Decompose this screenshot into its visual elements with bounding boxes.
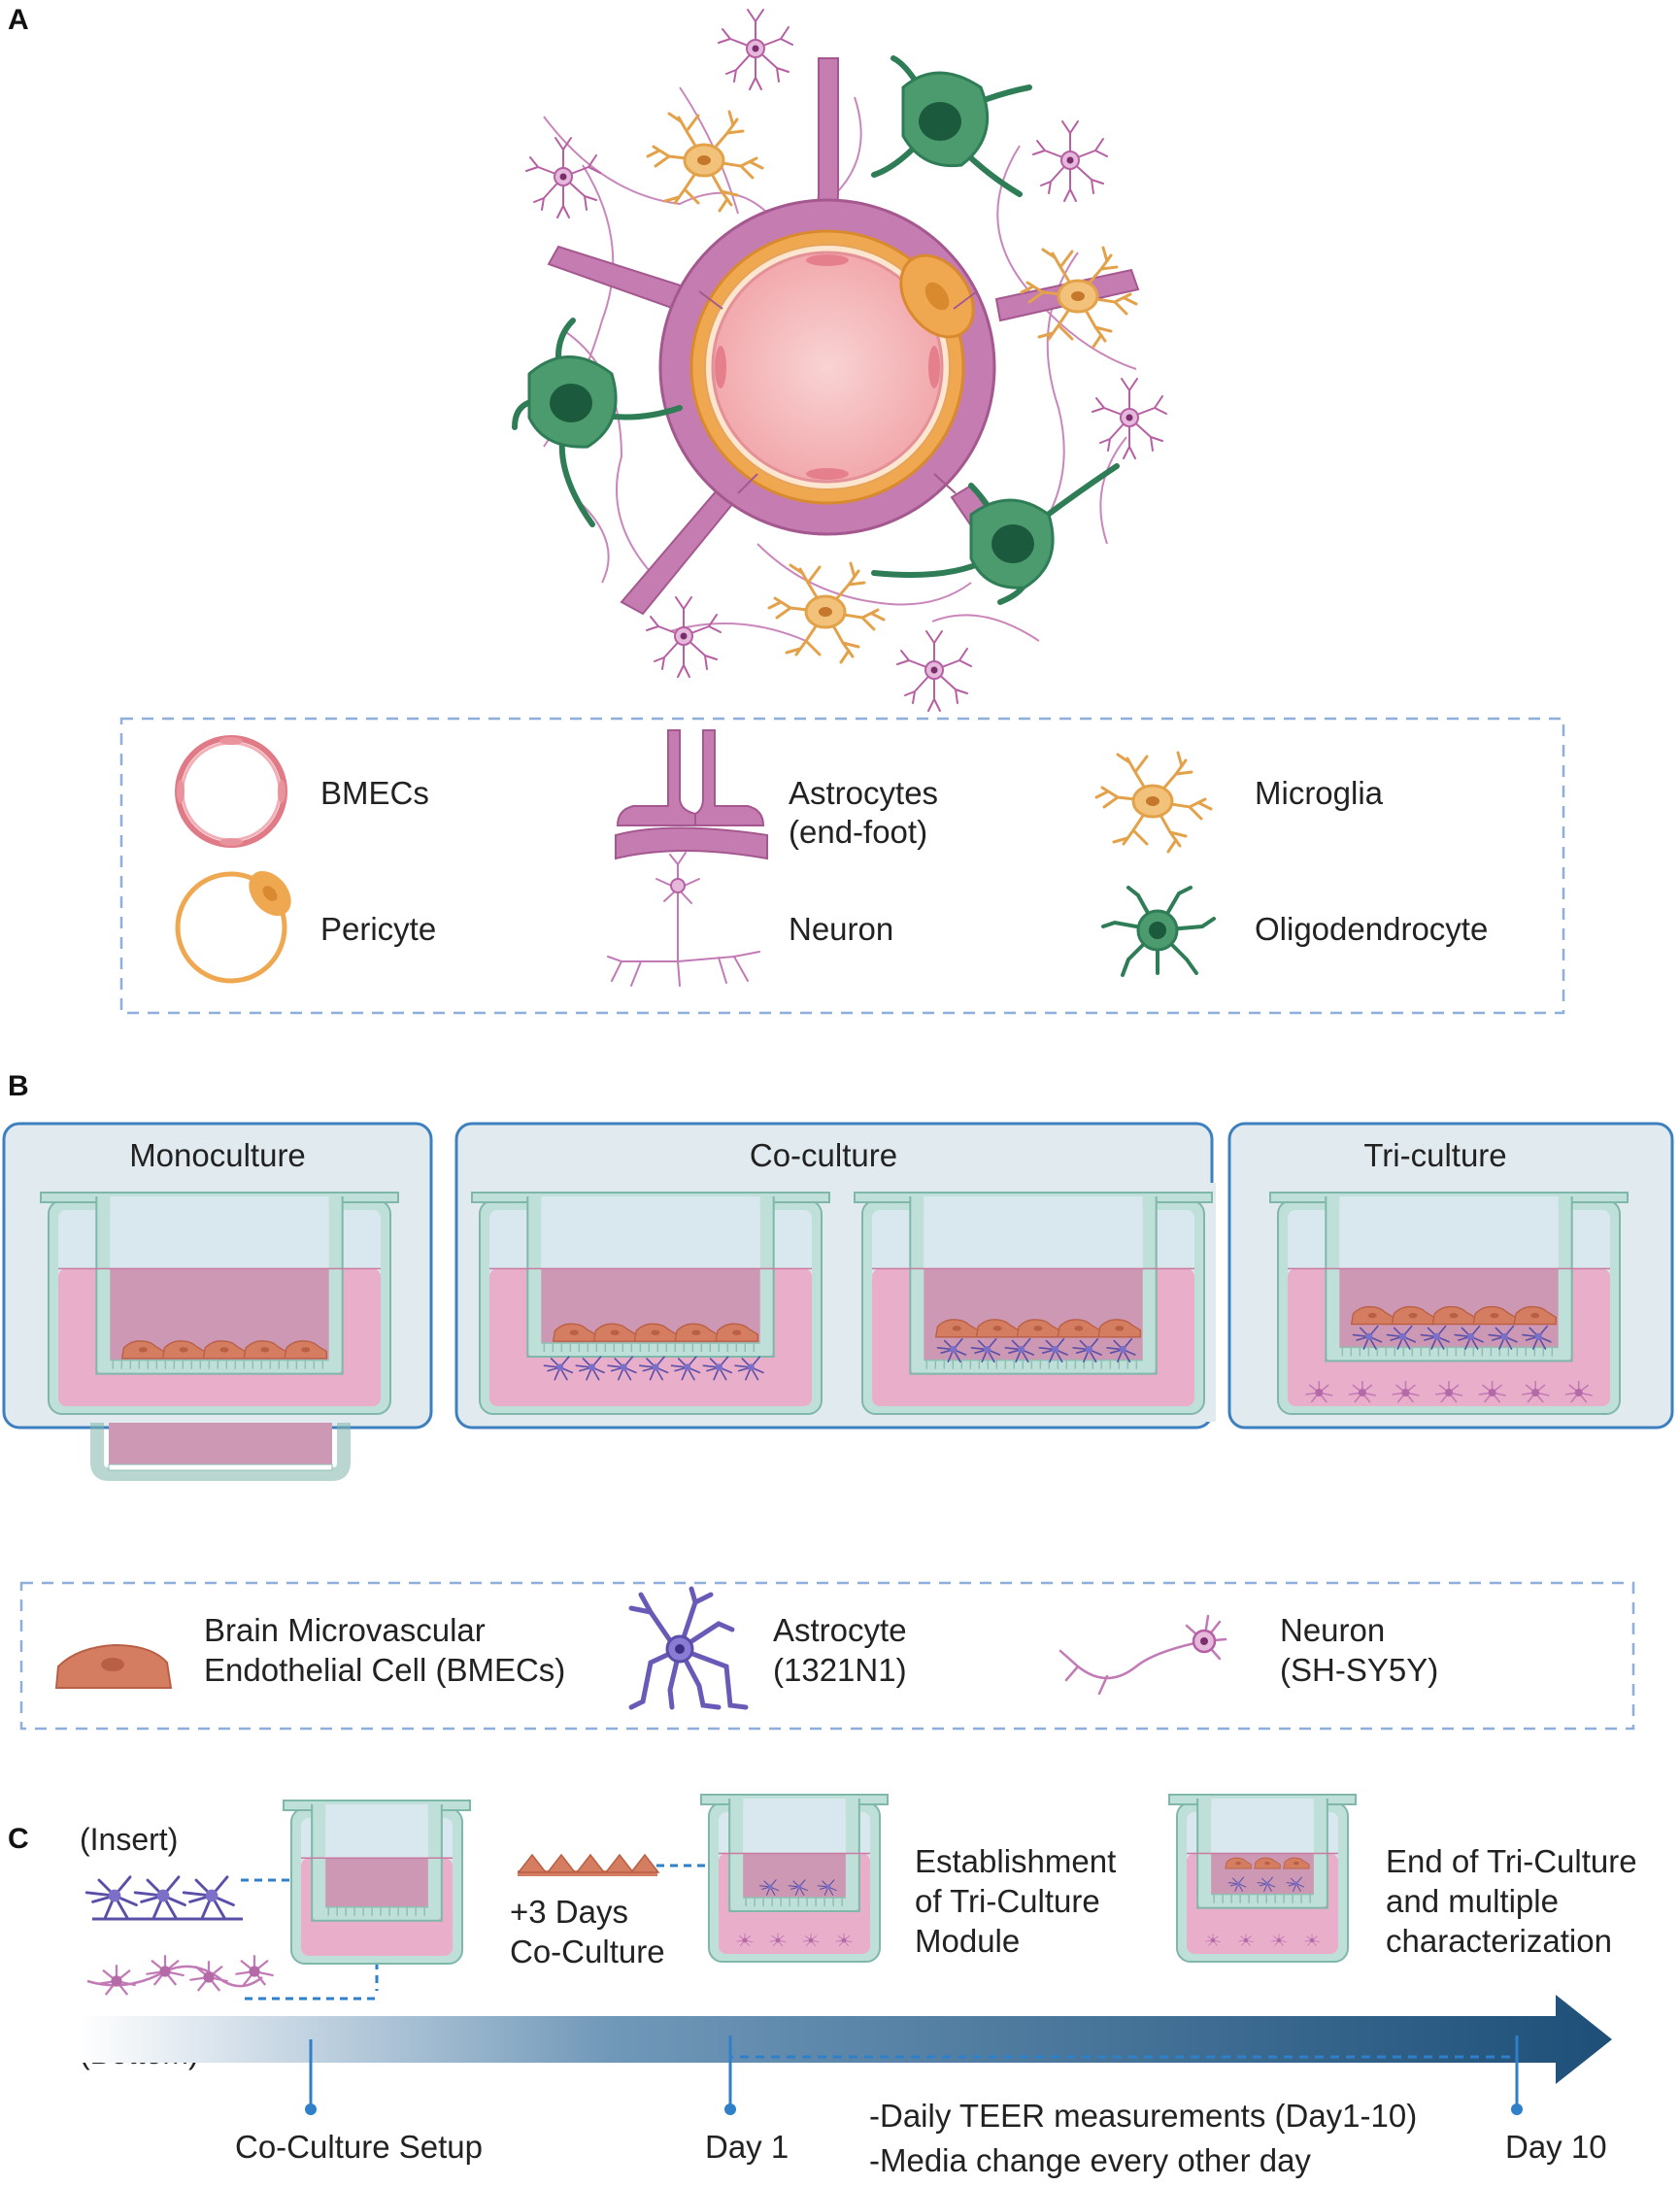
legend-bmec-label-1: Brain Microvascular [204, 1612, 486, 1648]
day1-marker [724, 2103, 736, 2115]
media-note: -Media change every other day [869, 2142, 1311, 2178]
coculture-transwell-insert [854, 1192, 1213, 1415]
coculture-title: Co-culture [750, 1137, 897, 1173]
triculture-title: Tri-culture [1363, 1137, 1506, 1173]
bmec-legend-icon [175, 735, 287, 848]
bmec-cell [629, 1853, 660, 1873]
bottom-neuron-row [86, 1954, 275, 1997]
astrocyte-cell [133, 1875, 186, 1919]
end-label-2: and multiple [1386, 1883, 1559, 1919]
day10-label: Day 10 [1505, 2129, 1607, 2165]
days-label-1: +3 Days [510, 1894, 628, 1930]
microglia-legend-icon [1094, 751, 1213, 854]
teer-note: -Daily TEER measurements (Day1-10) [869, 2098, 1417, 2134]
neuron-cell [145, 1954, 185, 1987]
bmec-cell-legend-icon [54, 1643, 173, 1689]
bmec-cell [517, 1853, 548, 1873]
setup-transwell [283, 1800, 471, 1965]
bmec-cell [546, 1853, 577, 1873]
legend-oligodendrocyte-label: Oligodendrocyte [1255, 911, 1488, 947]
pericyte-legend-icon [175, 870, 291, 984]
neuron-shsy5y-legend-icon [1058, 1614, 1227, 1696]
bmec-row [517, 1853, 660, 1876]
neurovascular-unit-illustration [512, 9, 1167, 712]
end-label-1: End of Tri-Culture [1386, 1843, 1637, 1879]
setup-marker [305, 2103, 317, 2115]
bmec-cell [575, 1853, 606, 1873]
day1-label: Day 1 [705, 2129, 789, 2165]
days-label-2: Co-Culture [510, 1934, 665, 1969]
legend-astrocyte-label-1: Astrocyte [773, 1612, 907, 1648]
legend-neuron-label-1: Neuron [1280, 1612, 1385, 1648]
astrocyte-1321n1-legend-icon [628, 1586, 749, 1710]
establishment-label-2: of Tri-Culture [915, 1883, 1100, 1919]
bmec-base [518, 1870, 657, 1876]
day1-transwell [700, 1794, 889, 1963]
triculture-transwell [1269, 1192, 1629, 1415]
day10-marker [1511, 2103, 1523, 2115]
bmec-cell [604, 1853, 635, 1873]
end-label-3: characterization [1386, 1923, 1612, 1959]
neuron-legend-icon [607, 852, 760, 987]
wells-layer [29, 1180, 1663, 1423]
insert-label: (Insert) [80, 1822, 178, 1857]
panel-label-c: C [8, 1823, 29, 1855]
monoculture-title: Monoculture [129, 1137, 306, 1173]
oligodendrocyte-legend-icon [1101, 886, 1216, 977]
legend-microglia-label: Microglia [1255, 775, 1384, 811]
legend-bmec-label-2: Endothelial Cell (BMECs) [204, 1652, 565, 1688]
timeline-arrow [80, 1995, 1612, 2084]
astrocyte-cell [182, 1875, 235, 1919]
legend-pericyte-label: Pericyte [320, 911, 436, 947]
legend-endfoot-label: (end-foot) [789, 814, 927, 850]
neuron-cell [234, 1954, 275, 1987]
neurite-line [86, 1965, 263, 1988]
neuron-cell [188, 1960, 229, 1993]
coculture-transwell-bottom [471, 1192, 830, 1415]
setup-label: Co-Culture Setup [235, 2129, 483, 2165]
insert-astrocyte-row [84, 1875, 243, 1921]
astrocyte-cell [84, 1875, 138, 1919]
establishment-label-3: Module [915, 1923, 1020, 1959]
establishment-label-1: Establishment [915, 1843, 1116, 1879]
legend-bmecs-label: BMECs [320, 775, 429, 811]
legend-b-box [19, 1581, 1635, 1731]
legend-a-box [119, 717, 1565, 1015]
legend-astrocyte-label-2: (1321N1) [773, 1652, 907, 1688]
legend-astrocytes-label: Astrocytes [789, 775, 938, 811]
panel-label-b: B [8, 1070, 29, 1102]
astrocyte-endfoot-legend-icon [615, 729, 768, 860]
day10-transwell [1168, 1794, 1357, 1963]
neuron-cell [96, 1964, 137, 1997]
legend-neuron-label: Neuron [789, 911, 893, 947]
monoculture-transwell [40, 1192, 399, 1415]
timeline-wells [283, 1794, 1357, 1965]
panel-label-a: A [8, 4, 29, 36]
legend-neuron-label-2: (SH-SY5Y) [1280, 1652, 1438, 1688]
